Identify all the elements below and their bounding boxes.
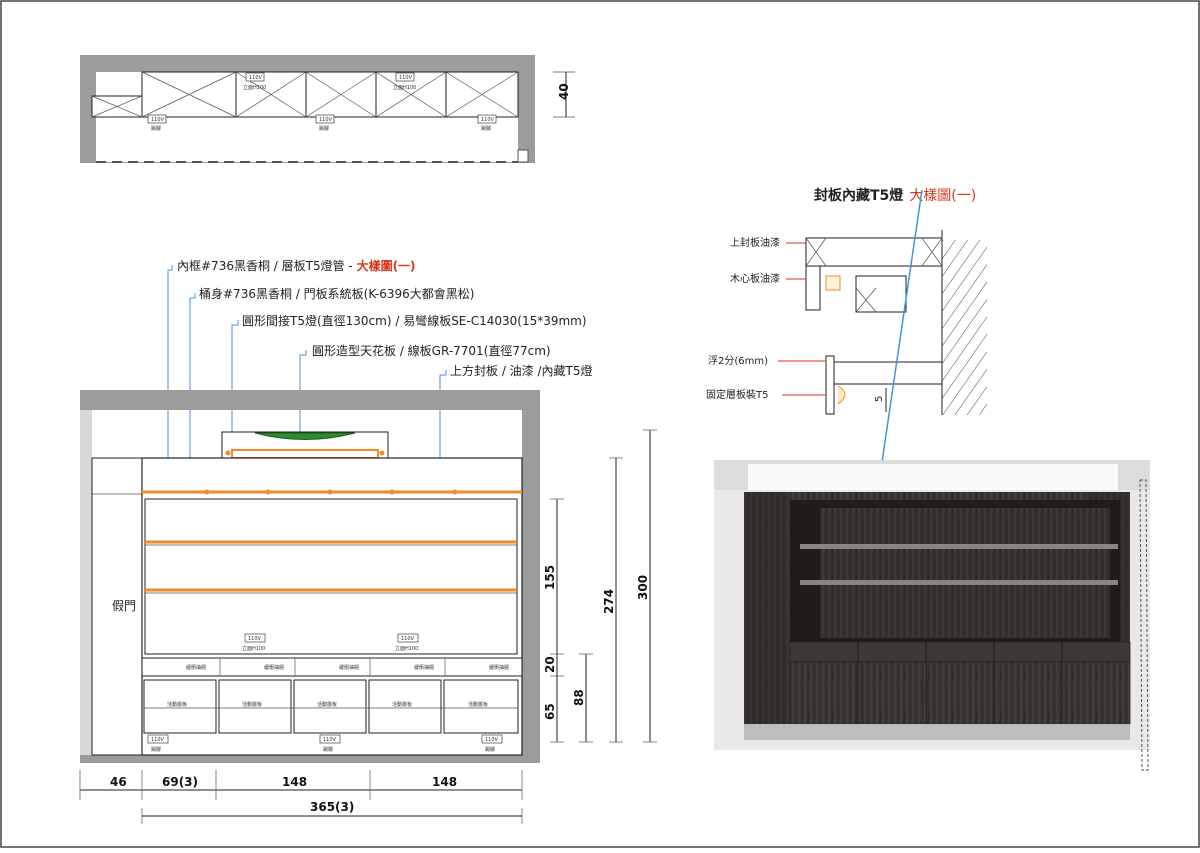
dim-148-b: 148	[432, 775, 457, 789]
vertical-dimensions: 155 20 65 88 274 300	[543, 429, 657, 743]
mid-socket-1: 110V 立面H100	[242, 633, 265, 652]
plan-socket-upper-2: 110V 立面H100	[393, 72, 416, 91]
svg-text:立面H100: 立面H100	[242, 645, 265, 652]
svg-text:110V: 110V	[399, 75, 413, 81]
detail-section: 封板內藏T5燈大樣圖(一) 上封板油漆 木心板油漆 浮2分(6mm) 固定層板裝…	[706, 187, 987, 463]
callout-5: 上方封板 / 油漆 /內藏T5燈	[450, 363, 593, 378]
svg-text:110V: 110V	[481, 117, 495, 123]
dim-20: 20	[543, 656, 557, 673]
detail-fixed-shelf	[825, 361, 943, 385]
shelf-tag-4: 活動層板	[392, 701, 412, 708]
detail-top-panel	[805, 237, 943, 267]
detail-wall-hatch	[942, 240, 987, 415]
render-view	[714, 460, 1150, 771]
dim-69: 69(3)	[162, 775, 198, 789]
plan-socket-lower-3: 110V 踢腳	[477, 114, 497, 132]
drawer-band	[141, 657, 523, 677]
detail-label-3: 浮2分(6mm)	[708, 355, 768, 367]
svg-text:立面H100: 立面H100	[243, 84, 266, 91]
svg-text:110V: 110V	[151, 737, 165, 743]
detail-label-1: 上封板油漆	[730, 236, 780, 249]
svg-text:110V: 110V	[319, 117, 333, 123]
detail-section-line	[881, 189, 923, 463]
detail-title: 封板內藏T5燈大樣圖(一)	[814, 187, 976, 204]
open-shelf-area	[144, 498, 518, 655]
shelf-tag-2: 活動層板	[242, 701, 262, 708]
dim-300: 300	[636, 575, 650, 600]
led-top-nodes	[204, 489, 458, 495]
detail-label-4: 固定層板裝T5	[706, 388, 768, 401]
dim-46: 46	[110, 775, 127, 789]
shelf-tag-1: 活動層板	[167, 701, 187, 708]
shelf-tag-5: 活動層板	[468, 701, 488, 708]
dim-88: 88	[572, 689, 586, 706]
kick-socket-3: 110V 踢腳	[481, 734, 503, 753]
plan-socket-lower-1: 110V 踢腳	[147, 114, 167, 132]
svg-text:立面H100: 立面H100	[393, 84, 416, 91]
svg-text:110V: 110V	[248, 636, 262, 642]
callout-2: 桶身#736黑香桐 / 門板系統板(K-6396大都會黑松)	[199, 286, 474, 301]
drawer-tag-3: 緩衝抽屜	[339, 664, 359, 671]
svg-text:踢腳: 踢腳	[481, 125, 491, 132]
dim-148-a: 148	[282, 775, 307, 789]
svg-text:110V: 110V	[249, 75, 263, 81]
detail-dim-5: 5	[874, 396, 885, 402]
plan-socket-upper-1: 110V 立面H100	[243, 72, 266, 91]
false-door-label: 假門	[112, 599, 136, 613]
plan-socket-lower-2: 110V 踢腳	[315, 114, 335, 132]
dim-65: 65	[543, 703, 557, 720]
dim-365: 365(3)	[310, 800, 354, 814]
front-elevation: 假門 110V 立面H100 110V 立面H100	[79, 390, 657, 824]
plan-view: 110V 立面H100 110V 立面H100 110V 踢腳 110V 踢腳 …	[80, 55, 575, 163]
kick-socket-1: 110V 踢腳	[147, 734, 169, 753]
shelf-tag-3: 活動層板	[317, 701, 337, 708]
dim-155: 155	[543, 565, 557, 590]
lower-doors: 活動層板 活動層板 活動層板 活動層板 活動層板	[143, 679, 519, 734]
callout-1: 內框#736黑香桐 / 層板T5燈管 - 大樣圖(一)	[177, 258, 416, 273]
drawer-tag-4: 緩衝抽屜	[414, 664, 434, 671]
svg-text:踢腳: 踢腳	[323, 746, 333, 753]
drawer-tag-2: 緩衝抽屜	[264, 664, 284, 671]
svg-text:110V: 110V	[485, 737, 499, 743]
callout-4: 圓形造型天花板 / 線板GR-7701(直徑77cm)	[312, 343, 551, 358]
svg-text:110V: 110V	[323, 737, 337, 743]
false-door: 假門	[91, 457, 143, 756]
svg-text:110V: 110V	[151, 117, 165, 123]
dim-274: 274	[602, 589, 616, 614]
callout-3: 圓形間接T5燈(直徑130cm) / 易彎線板SE-C14030(15*39mm…	[242, 313, 587, 328]
horizontal-dimensions: 46 69(3) 148 148 365(3)	[79, 770, 523, 824]
render-shelf-2	[800, 580, 1118, 585]
ceiling-dome	[221, 431, 389, 459]
elevation-callouts: 內框#736黑香桐 / 層板T5燈管 - 大樣圖(一) 桶身#736黑香桐 / …	[165, 258, 593, 661]
svg-text:踢腳: 踢腳	[151, 125, 161, 132]
drawer-tag-1: 緩衝抽屜	[186, 664, 206, 671]
kick-socket-2: 110V 踢腳	[319, 734, 341, 753]
svg-text:立面H100: 立面H100	[395, 645, 418, 652]
render-shelf-1	[800, 544, 1118, 549]
plan-cross-marks	[141, 71, 519, 118]
svg-text:110V: 110V	[401, 636, 415, 642]
mid-socket-2: 110V 立面H100	[395, 633, 418, 652]
plan-cabinet-row	[141, 71, 519, 118]
drawer-tag-5: 緩衝抽屜	[489, 664, 509, 671]
detail-label-2: 木心板油漆	[730, 272, 780, 285]
plan-dim-40: 40	[557, 83, 571, 100]
svg-text:踢腳: 踢腳	[319, 125, 329, 132]
svg-text:踢腳: 踢腳	[485, 746, 495, 753]
svg-text:踢腳: 踢腳	[151, 746, 161, 753]
